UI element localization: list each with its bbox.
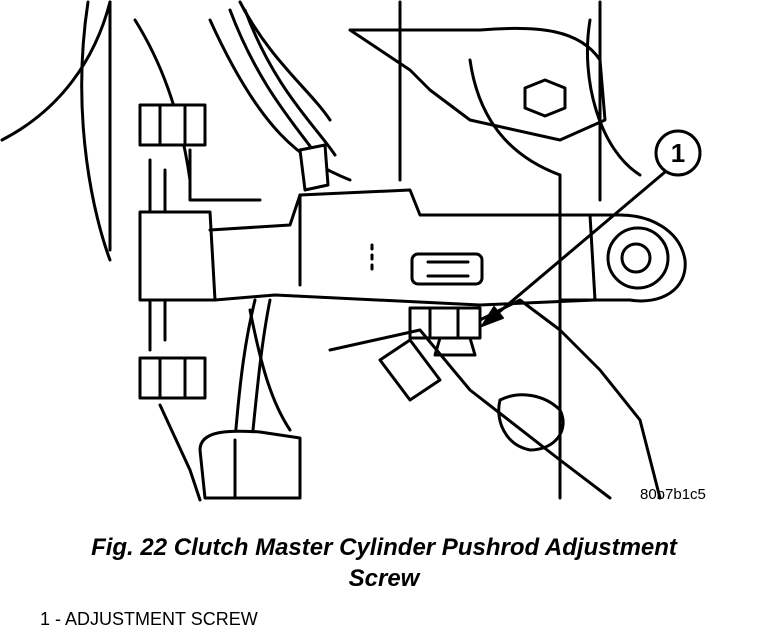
legend-item: 1 - ADJUSTMENT SCREW: [40, 609, 258, 629]
mounting-stud-upper: [138, 103, 207, 147]
pedal-linkage: [328, 173, 662, 500]
callout-number: 1: [670, 138, 686, 168]
caption-line-1: Fig. 22 Clutch Master Cylinder Pushrod A…: [91, 534, 677, 561]
mounting-stud-lower: [138, 356, 207, 400]
dash-panel-outline: [0, 0, 642, 262]
figure-caption: Fig. 22 Clutch Master Cylinder Pushrod A…: [0, 532, 768, 594]
pushrod-clevis: [538, 213, 687, 303]
figure-id-label: 80b7b1c5: [640, 486, 706, 503]
master-cylinder-body: [138, 143, 597, 307]
lower-cover-block: [198, 429, 302, 500]
caption-line-2: Screw: [348, 565, 420, 592]
upper-bracket: [348, 26, 607, 142]
callout-circle-1: [654, 129, 702, 177]
leader-arrow: [481, 170, 667, 327]
